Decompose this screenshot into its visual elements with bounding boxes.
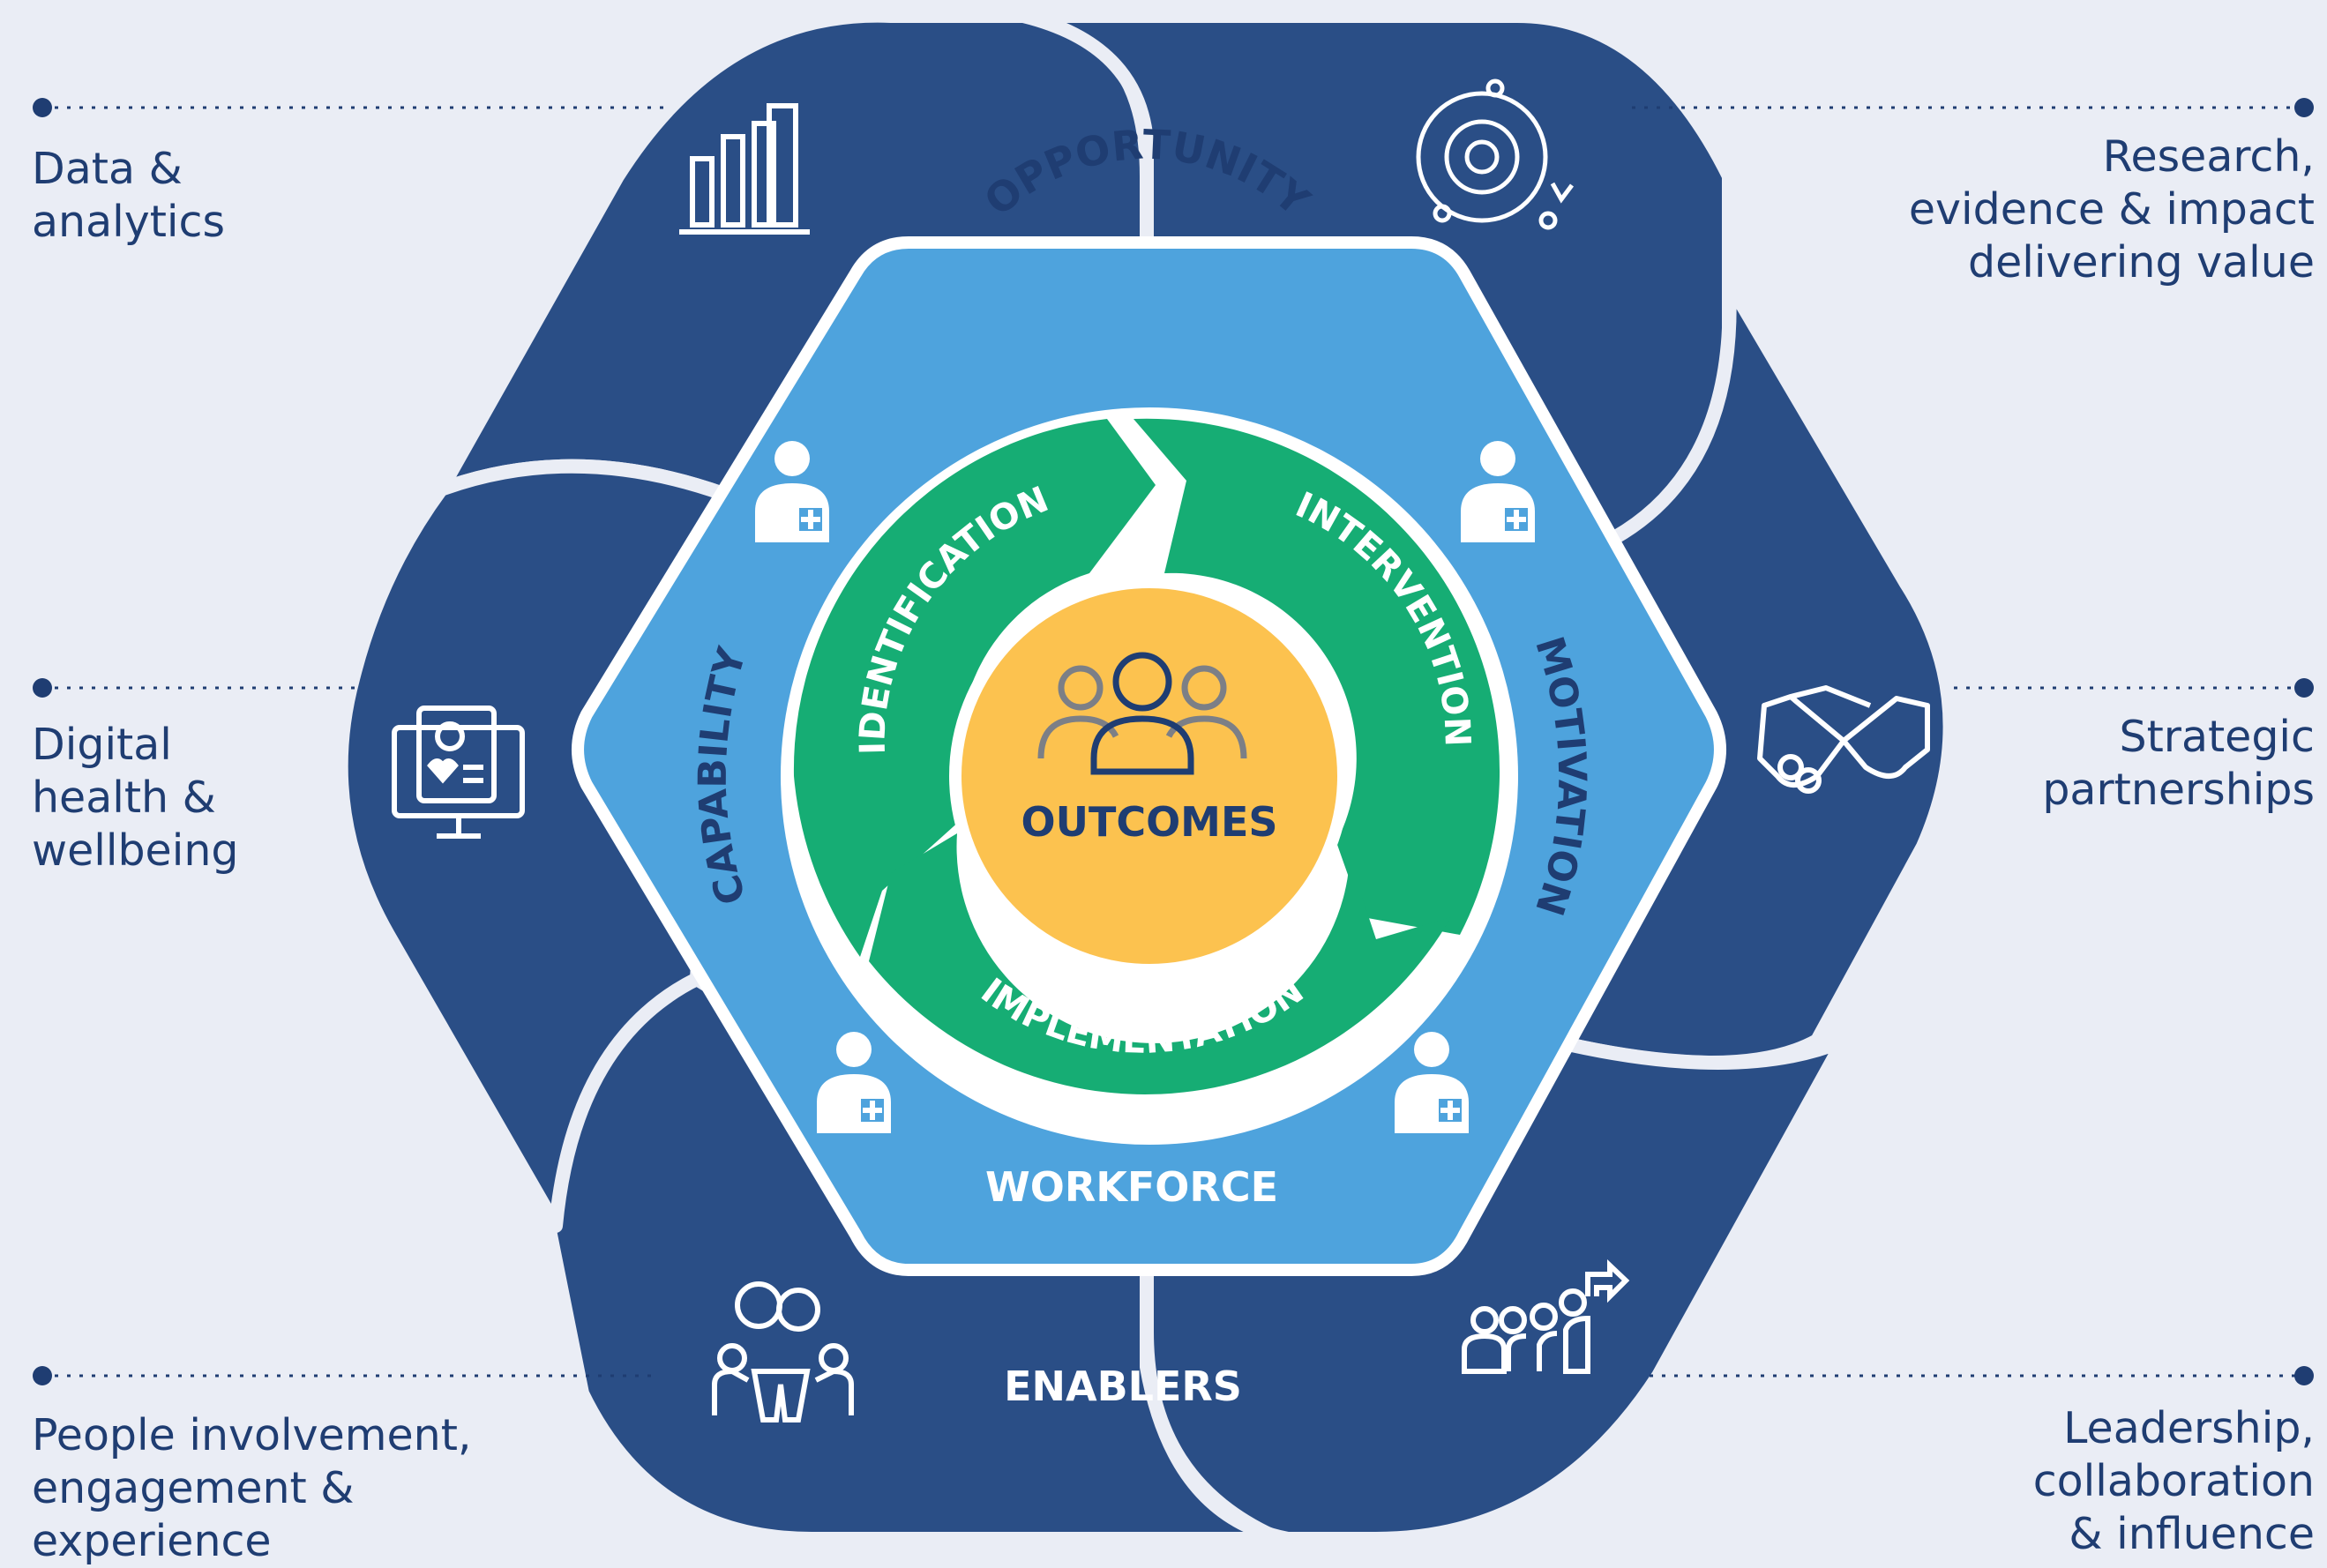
research-cycle-gear-icon [1416,78,1574,230]
label-people-involvement: People involvement, engagement & experie… [32,1410,472,1566]
label-leadership: Leadership, collaboration & influence [2032,1403,2315,1559]
health-worker-icon [817,1032,891,1133]
health-worker-icons [755,441,1535,1133]
identification-arrow [793,419,1156,957]
health-worker-icon [1461,441,1535,542]
hexagon-bottom-label: WORKFORCE [985,1163,1278,1211]
cycle-arrows [793,418,1500,1094]
health-worker-icon [1395,1032,1469,1133]
people-meeting-icon [712,1281,854,1422]
leader-dots [33,98,2314,1385]
leader-lines [42,106,2304,1378]
label-digital-health: Digital health & wellbeing [32,720,239,876]
leadership-growth-icon [1462,1259,1630,1374]
handshake-icon [1757,685,1930,794]
label-research-evidence: Research, evidence & impact delivering v… [1908,131,2315,287]
center-title: OUTCOMES [1021,798,1277,846]
health-worker-icon [755,441,829,542]
bar-chart-icon [679,103,810,235]
group-people-icon [1037,652,1247,775]
label-strategic-partnerships: Strategic partnerships [2042,712,2315,815]
implementation-arrow [869,833,1451,1094]
label-data-analytics: Data & analytics [32,144,226,247]
intervention-arrow [1134,418,1500,935]
digital-health-monitor-icon [392,706,525,839]
enablers-label: ENABLERS [1004,1363,1242,1410]
outcomes-circle [949,576,1350,976]
